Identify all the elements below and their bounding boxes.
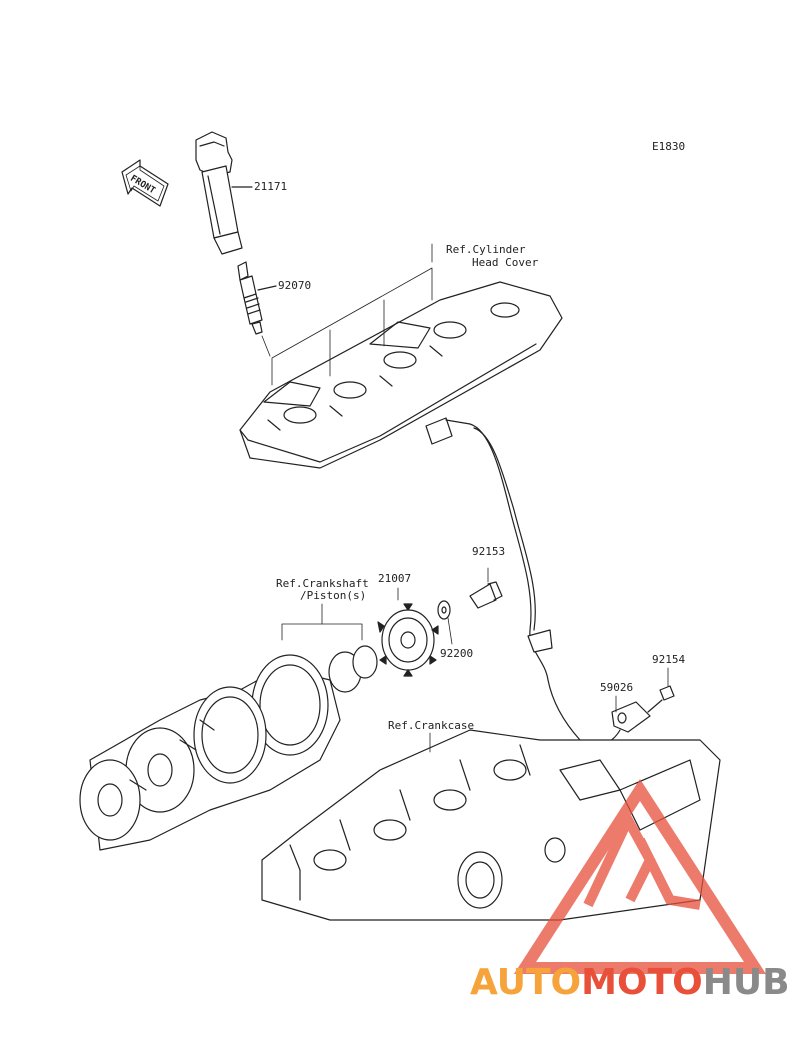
front-arrow-icon <box>121 159 169 207</box>
bolt-92153 <box>469 567 503 609</box>
cylinder-head-cover <box>239 243 563 469</box>
label-21007: 21007 <box>378 572 412 585</box>
crankcase <box>261 729 721 921</box>
label-92200: 92200 <box>440 647 474 660</box>
sensor-harness <box>425 417 621 745</box>
timing-rotor-21007 <box>377 587 439 677</box>
ignition-coil <box>195 131 253 255</box>
label-92153: 92153 <box>472 545 506 558</box>
label-92070: 92070 <box>278 279 312 292</box>
watermark-logo-icon <box>513 778 767 974</box>
label-crankcase: Ref.Crankcase <box>388 719 475 732</box>
bolt-92154 <box>647 667 675 713</box>
crank-sensor-59026 <box>611 695 651 733</box>
label-head-cover-1: Ref.Cylinder <box>446 243 526 256</box>
crankshaft <box>79 645 378 851</box>
label-21171: 21171 <box>254 180 288 193</box>
watermark-hub: HUB <box>702 962 790 1003</box>
crank-guide-line <box>281 623 363 641</box>
diagram-code: E1830 <box>652 140 686 153</box>
label-92154: 92154 <box>652 653 686 666</box>
watermark-auto: AUTO <box>470 962 582 1003</box>
label-59026: 59026 <box>600 681 634 694</box>
washer-92200 <box>437 600 453 645</box>
watermark-moto: MOTO <box>581 962 703 1003</box>
label-head-cover-2: Head Cover <box>472 256 539 269</box>
spark-plug <box>237 261 277 335</box>
watermark-text: AUTOMOTOHUB <box>470 962 790 1003</box>
label-crankshaft-1: Ref.Crankshaft <box>276 577 369 590</box>
label-crankshaft-2: /Piston(s) <box>300 589 367 602</box>
